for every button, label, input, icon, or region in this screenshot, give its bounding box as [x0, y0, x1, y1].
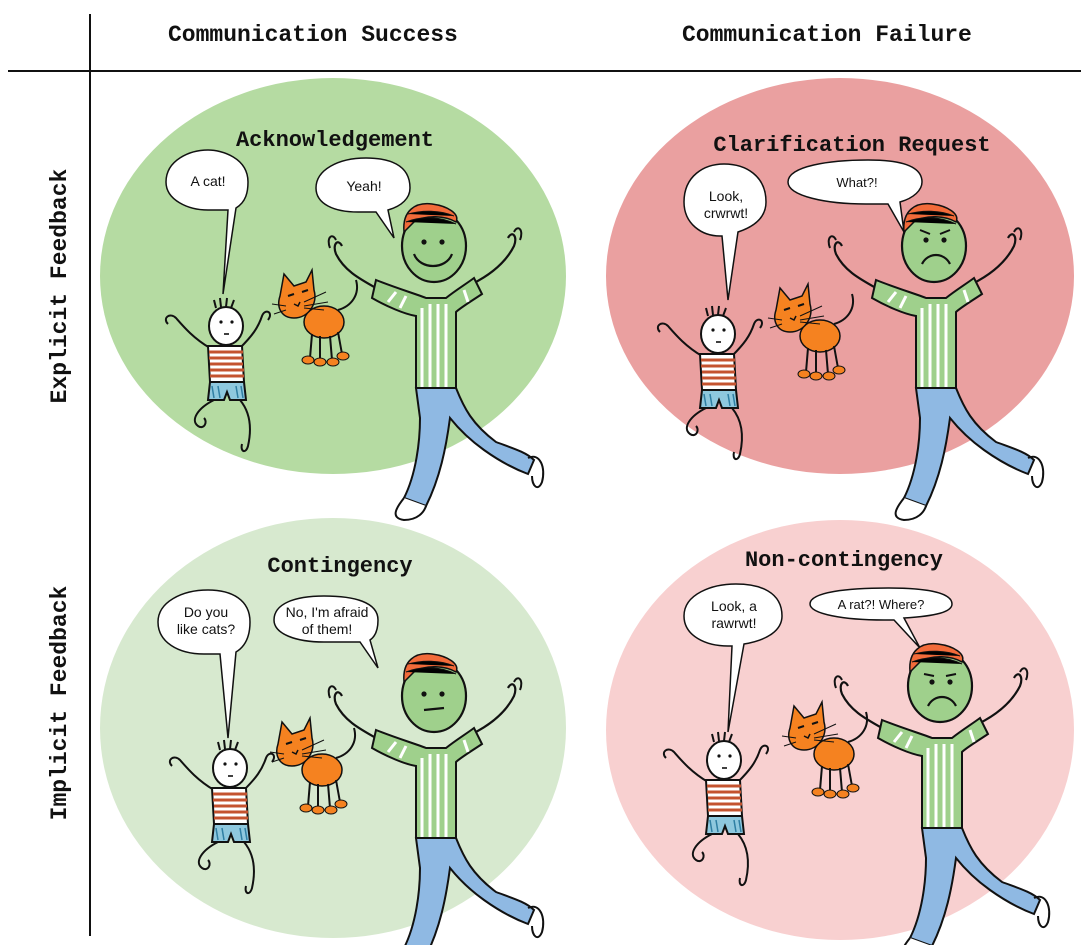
- adult-speech-text: What?!: [836, 175, 878, 190]
- child-speech-text: Look,: [708, 188, 744, 204]
- child-speech-text: Look, a: [711, 598, 757, 614]
- noncontingency-circle: [606, 520, 1074, 940]
- quadrant-title: Acknowledgement: [235, 128, 435, 153]
- contingency-illustration: [100, 518, 566, 945]
- quadrant-title: Contingency: [267, 554, 413, 579]
- vertical-divider: [89, 14, 91, 936]
- horizontal-divider: [8, 70, 1081, 72]
- column-header-failure: Communication Failure: [682, 22, 972, 48]
- child-speech-text: crwrwt!: [703, 205, 749, 221]
- quadrant-clarification: Clarification Request Look, crwrwt! What…: [604, 78, 1078, 522]
- adult-speech-bubble: [809, 587, 953, 649]
- child-speech-text: A cat!: [190, 173, 226, 189]
- child-speech-text: rawrwt!: [711, 615, 757, 631]
- adult-speech-text: A rat?! Where?: [837, 597, 925, 612]
- row-header-implicit: Implicit Feedback: [47, 585, 73, 821]
- child-speech-bubble: [683, 583, 783, 733]
- quadrant-title: Clarification Request: [713, 133, 991, 158]
- adult-speech-text: of them!: [301, 621, 353, 637]
- quadrant-contingency: Contingency Do you like cats? No, I'm af…: [98, 518, 568, 945]
- child-speech-text: Do you: [183, 604, 229, 620]
- column-header-success: Communication Success: [168, 22, 458, 48]
- quadrant-acknowledgement: Acknowledgement A cat! Yeah!: [98, 78, 568, 522]
- row-header-explicit: Explicit Feedback: [47, 168, 73, 404]
- adult-speech-text: No, I'm afraid: [285, 604, 369, 620]
- contingency-circle: [100, 518, 566, 938]
- noncontingency-illustration: [606, 520, 1074, 945]
- child-speech-bubble: [683, 163, 767, 301]
- adult-speech-bubble: [315, 157, 411, 239]
- adult-speech-bubble: [273, 595, 379, 669]
- child-speech-bubble: [165, 149, 249, 295]
- acknowledgement-illustration: [100, 78, 566, 522]
- child-speech-bubble: [157, 589, 251, 739]
- clarification-illustration: [606, 78, 1074, 522]
- quadrant-noncontingency: Non-contingency Look, a rawrwt! A rat?! …: [604, 518, 1078, 945]
- quadrant-title: Non-contingency: [744, 548, 944, 573]
- child-speech-text: like cats?: [176, 621, 236, 637]
- adult-speech-bubble: [787, 159, 923, 233]
- adult-speech-text: Yeah!: [346, 178, 382, 194]
